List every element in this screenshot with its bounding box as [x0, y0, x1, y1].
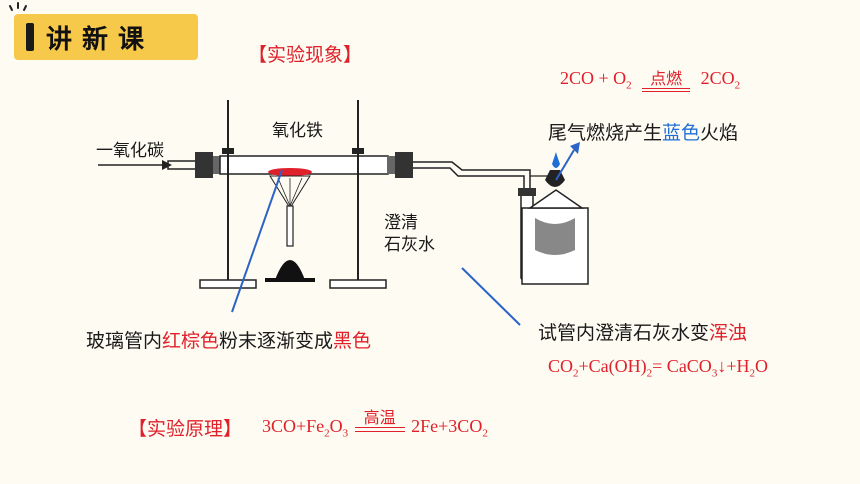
- eq-right: 2CO: [700, 68, 735, 88]
- principle-heading: 【实验原理】: [128, 418, 243, 440]
- burner-base: [275, 260, 305, 280]
- test-tube-highlight: 浑浊: [709, 322, 748, 344]
- limewater-label-2: 石灰水: [384, 235, 435, 255]
- pr-equal-sign: [354, 426, 405, 432]
- pr-right: 2Fe+3CO: [411, 416, 483, 436]
- lw-p1: CO: [548, 356, 574, 376]
- glass-tube-caption: 玻璃管内红棕色粉末逐渐变成黑色: [86, 326, 371, 353]
- blue-flame: [552, 152, 560, 168]
- glass-tube-pre: 玻璃管内: [86, 330, 163, 352]
- outlet-pipe-bottom: [413, 167, 525, 190]
- gas-inlet-label: 一氧化碳: [96, 141, 164, 161]
- limewater-equation: CO2+Ca(OH)2= CaCO3↓+H2O: [548, 356, 768, 380]
- eq-condition-text: 点燃: [650, 69, 683, 88]
- lw-p4: ↓+H: [717, 356, 750, 376]
- burner-flame: [269, 175, 311, 209]
- iron-oxide-powder: [268, 168, 312, 176]
- glass-tube-pointer: [231, 169, 283, 313]
- lw-s3: 3: [711, 367, 718, 380]
- eq-equal-sign: [642, 88, 691, 92]
- lw-s2: 2: [646, 367, 653, 380]
- burner-tube: [286, 205, 294, 247]
- pr-condition-text: 高温: [363, 407, 396, 427]
- limewater-label-1: 澄清: [384, 213, 418, 233]
- lw-p5: O: [754, 356, 768, 376]
- left-stopper: [195, 152, 213, 178]
- gas-inlet-arrowhead: [162, 160, 172, 170]
- outlet-pipe-top: [413, 161, 531, 190]
- pr-left-wrap: 3CO+Fe2O3: [262, 398, 348, 440]
- badge-bar: [26, 23, 34, 51]
- right-stopper: [395, 152, 413, 178]
- glass-tube-highlight1: 红棕色: [162, 330, 220, 352]
- pr-mid: O: [329, 416, 343, 436]
- pr-condition: 高温: [354, 407, 405, 440]
- left-stopper-cap: [213, 156, 221, 174]
- lw-p3: = CaCO: [652, 356, 712, 376]
- test-tube-stopper: [518, 188, 536, 196]
- phenomenon-heading: 【实验现象】: [248, 44, 363, 66]
- lw-s1: 2: [573, 367, 579, 380]
- pr-s1: 2: [324, 427, 330, 440]
- eq-right-sub: 2: [734, 79, 741, 92]
- principle-equation: 3CO+Fe2O3 高温 2Fe+3CO2: [262, 398, 488, 440]
- lamp-body: [535, 218, 575, 255]
- eq-left-sub: 2: [626, 79, 632, 92]
- glass-tube-mid: 粉末逐渐变成: [219, 330, 334, 352]
- section-badge: 讲新课: [14, 14, 198, 60]
- pr-left: 3CO+Fe: [262, 416, 325, 436]
- section-title: 讲新课: [46, 24, 155, 55]
- tail-gas-post: 火焰: [700, 122, 739, 144]
- lw-p2: +Ca(OH): [578, 356, 647, 376]
- eq-condition: 点燃: [642, 69, 691, 92]
- eq-left: 2CO + O: [560, 68, 627, 88]
- tail-gas-highlight: 蓝色: [662, 122, 701, 144]
- co-combustion-equation: 2CO + O2 点燃 2CO2: [560, 68, 740, 92]
- test-tube-pre: 试管内澄清石灰水变: [538, 322, 710, 344]
- right-stopper-cap: [387, 156, 395, 174]
- tail-gas-pre: 尾气燃烧产生: [548, 122, 663, 144]
- oxide-label: 氧化铁: [272, 121, 323, 141]
- test-tube-caption: 试管内澄清石灰水变浑浊: [538, 318, 747, 345]
- apparatus-diagram: [98, 100, 589, 289]
- pr-right-wrap: 2Fe+3CO2: [411, 398, 488, 440]
- pr-s2: 3: [342, 427, 349, 440]
- test-tube-pointer: [461, 267, 521, 326]
- sparkle-decoration-icon: [9, 2, 27, 11]
- lw-s4: 2: [749, 367, 755, 380]
- tail-gas-caption: 尾气燃烧产生蓝色火焰: [548, 118, 738, 145]
- pr-s3: 2: [482, 427, 488, 440]
- flame-pointer: [555, 149, 575, 181]
- right-stand-base: [329, 279, 387, 289]
- glass-tube-highlight2: 黑色: [333, 330, 372, 352]
- left-stand-base: [199, 279, 257, 289]
